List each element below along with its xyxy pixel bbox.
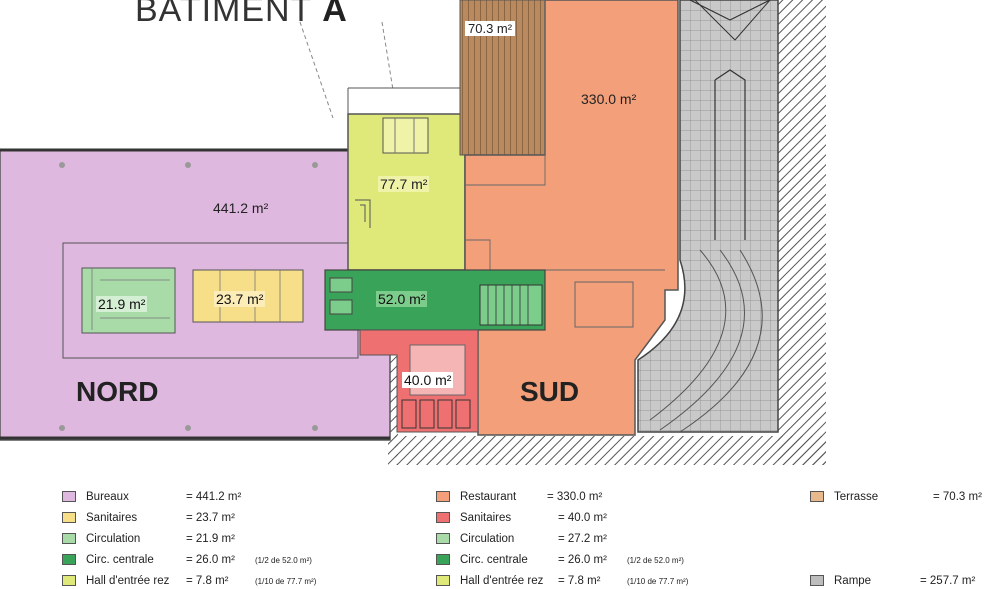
legend-value: = 441.2 m²	[186, 491, 242, 503]
legend-value: = 21.9 m²	[186, 533, 235, 545]
legend-label: Sanitaires	[86, 512, 138, 524]
legend-value: = 27.2 m²	[558, 533, 607, 545]
wing-label-sud: SUD	[520, 376, 580, 407]
title-leader-line	[299, 21, 334, 119]
legend-swatch	[62, 533, 76, 544]
hatched-ground-left	[388, 355, 398, 465]
building-title: BATIMENT A	[135, 0, 348, 30]
legend-label: Circ. centrale	[86, 554, 154, 566]
legend-label: Terrasse	[834, 491, 879, 503]
legend-swatch	[436, 491, 450, 502]
legend-value: = 7.8 m²	[186, 575, 229, 587]
legend-swatch	[62, 575, 76, 586]
area-label-terrasse: 70.3 m²	[465, 21, 516, 36]
area-label-sanitaires-nord: 23.7 m²	[214, 291, 266, 307]
legend-swatch	[810, 575, 824, 586]
legend-value: = 26.0 m²	[186, 554, 235, 566]
legend-label: Hall d'entrée rez	[460, 575, 544, 587]
legend-label: Circulation	[460, 533, 515, 545]
legend-value: = 257.7 m²	[920, 575, 976, 587]
area-label-sanitaires-sud: 40.0 m²	[402, 372, 454, 388]
legend-swatch	[810, 491, 824, 502]
ramp-arrow	[689, 0, 771, 240]
area-label-restaurant: 330.0 m²	[581, 91, 637, 107]
hall-sas	[382, 117, 429, 154]
legend-label: Restaurant	[460, 491, 517, 503]
building-title-letter: A	[322, 0, 348, 29]
legend-note: (1/2 de 52.0 m²)	[627, 556, 684, 565]
title-leader-line-2	[381, 21, 394, 91]
zone-rampe	[637, 0, 779, 433]
area-label-hall: 77.7 m²	[378, 176, 430, 192]
building-title-prefix: BATIMENT	[135, 0, 323, 29]
legend-value: = 330.0 m²	[547, 491, 603, 503]
legend-label: Circulation	[86, 533, 141, 545]
legend-swatch	[62, 554, 76, 565]
legend-swatch	[436, 554, 450, 565]
hatched-ground-right	[778, 0, 826, 465]
area-label-bureaux: 441.2 m²	[213, 200, 269, 216]
legend-label: Hall d'entrée rez	[86, 575, 170, 587]
legend-label: Sanitaires	[460, 512, 512, 524]
legend-value: = 40.0 m²	[558, 512, 607, 524]
legend-value: = 70.3 m²	[933, 491, 982, 503]
legend-label: Bureaux	[86, 491, 129, 503]
legend-swatch	[436, 533, 450, 544]
legend-swatch	[436, 575, 450, 586]
legend-label: Rampe	[834, 575, 872, 587]
wing-label-nord: NORD	[76, 376, 159, 407]
hatched-ground-bottom	[395, 436, 826, 465]
restaurant-service-block	[574, 281, 634, 328]
legend-swatch	[62, 512, 76, 523]
entrance-canopy	[347, 87, 466, 114]
legend-swatch	[436, 512, 450, 523]
legend-value: = 23.7 m²	[186, 512, 235, 524]
legend-value: = 7.8 m²	[558, 575, 601, 587]
legend-note: (1/2 de 52.0 m²)	[255, 556, 312, 565]
legend-label: Circ. centrale	[460, 554, 528, 566]
area-label-circulation-nord: 21.9 m²	[96, 296, 148, 312]
legend-swatch	[62, 491, 76, 502]
central-stairs	[479, 284, 543, 326]
legend-value: = 26.0 m²	[558, 554, 607, 566]
area-label-circ-centrale: 52.0 m²	[376, 291, 428, 307]
wc-cubicles	[401, 399, 471, 429]
legend-note: (1/10 de 77.7 m²)	[627, 577, 689, 586]
legend-note: (1/10 de 77.7 m²)	[255, 577, 317, 586]
